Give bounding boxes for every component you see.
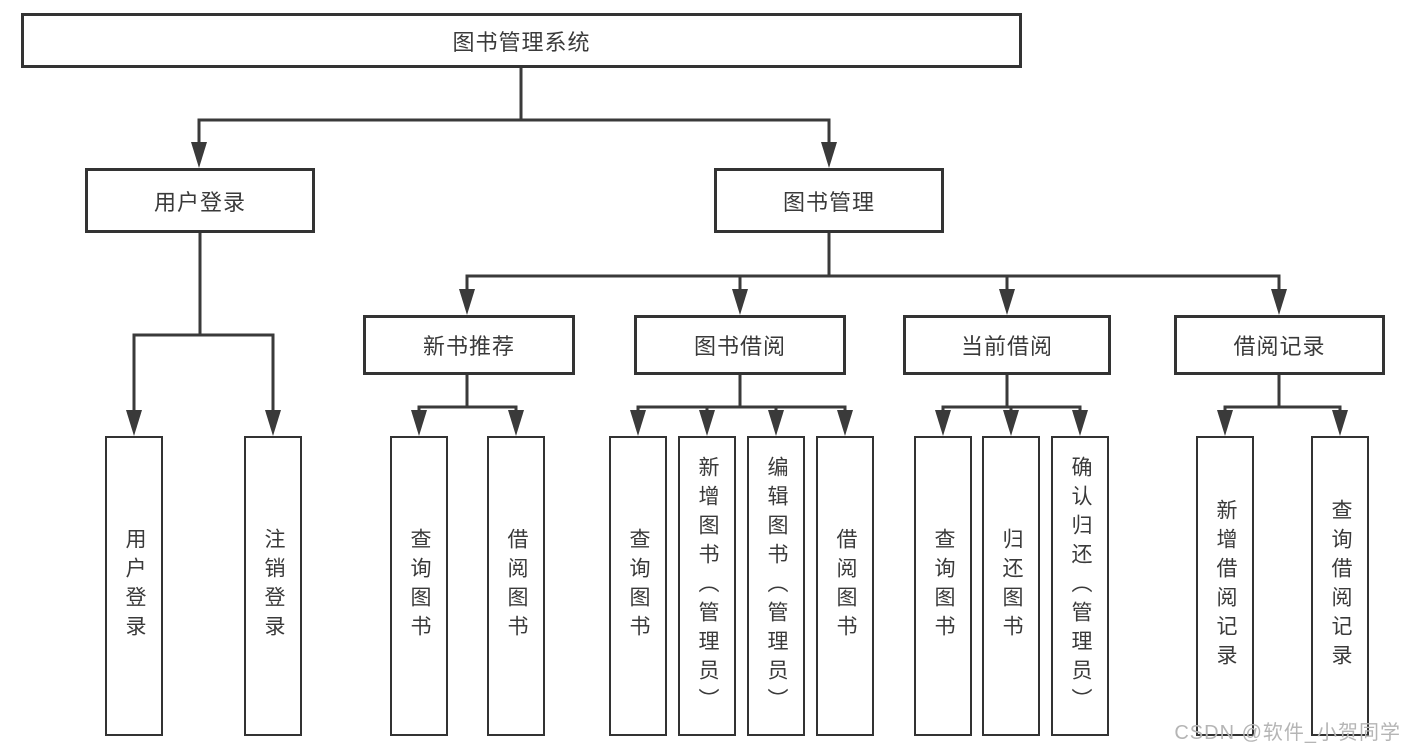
- node-book-management-label: 图书管理: [782, 189, 875, 215]
- leaf-logout: 注销登录: [244, 436, 302, 736]
- leaf-query-books-current-label: 查询图书: [932, 528, 955, 644]
- node-root-label: 图书管理系统: [452, 29, 591, 55]
- leaf-borrow-books-recommend: 借阅图书: [487, 436, 545, 736]
- leaf-query-borrow-record: 查询借阅记录: [1311, 436, 1369, 736]
- leaf-user-login-label: 用户登录: [123, 528, 146, 644]
- node-borrowing-records-label: 借阅记录: [1233, 334, 1326, 359]
- leaf-borrow-books-label: 借阅图书: [834, 528, 857, 644]
- leaf-return-books-label: 归还图书: [1000, 528, 1023, 644]
- leaf-add-borrow-record: 新增借阅记录: [1196, 436, 1254, 736]
- leaf-borrow-books: 借阅图书: [816, 436, 874, 736]
- leaf-add-books-admin: 新增图书（管理员）: [678, 436, 736, 736]
- leaf-edit-books-admin-label: 编辑图书（管理员）: [765, 455, 788, 717]
- leaf-borrow-books-recommend-label: 借阅图书: [505, 528, 528, 644]
- leaf-query-books-current: 查询图书: [914, 436, 972, 736]
- leaf-return-books: 归还图书: [982, 436, 1040, 736]
- node-new-book-recommendation-label: 新书推荐: [422, 334, 515, 359]
- node-book-management: 图书管理: [714, 168, 944, 233]
- node-user-login: 用户登录: [85, 168, 315, 233]
- leaf-query-borrow-record-label: 查询借阅记录: [1329, 499, 1352, 673]
- leaf-query-books-recommend: 查询图书: [390, 436, 448, 736]
- leaf-add-books-admin-label: 新增图书（管理员）: [696, 455, 719, 717]
- leaf-confirm-return-admin: 确认归还（管理员）: [1051, 436, 1109, 736]
- leaf-logout-label: 注销登录: [262, 528, 285, 644]
- node-root: 图书管理系统: [21, 13, 1022, 68]
- leaf-add-borrow-record-label: 新增借阅记录: [1214, 499, 1237, 673]
- arrowhead-icons: [126, 142, 1348, 436]
- leaf-user-login: 用户登录: [105, 436, 163, 736]
- node-book-borrowing: 图书借阅: [634, 315, 846, 375]
- node-current-borrowing: 当前借阅: [903, 315, 1111, 375]
- leaf-confirm-return-admin-label: 确认归还（管理员）: [1069, 455, 1092, 717]
- node-book-borrowing-label: 图书借阅: [693, 334, 786, 359]
- node-current-borrowing-label: 当前借阅: [960, 334, 1053, 359]
- node-borrowing-records: 借阅记录: [1174, 315, 1385, 375]
- leaf-query-books-borrowing-label: 查询图书: [627, 528, 650, 644]
- node-new-book-recommendation: 新书推荐: [363, 315, 575, 375]
- leaf-edit-books-admin: 编辑图书（管理员）: [747, 436, 805, 736]
- leaf-query-books-borrowing: 查询图书: [609, 436, 667, 736]
- csdn-watermark: CSDN @软件_小贺同学: [1174, 722, 1401, 744]
- node-user-login-label: 用户登录: [153, 189, 246, 215]
- leaf-query-books-recommend-label: 查询图书: [408, 528, 431, 644]
